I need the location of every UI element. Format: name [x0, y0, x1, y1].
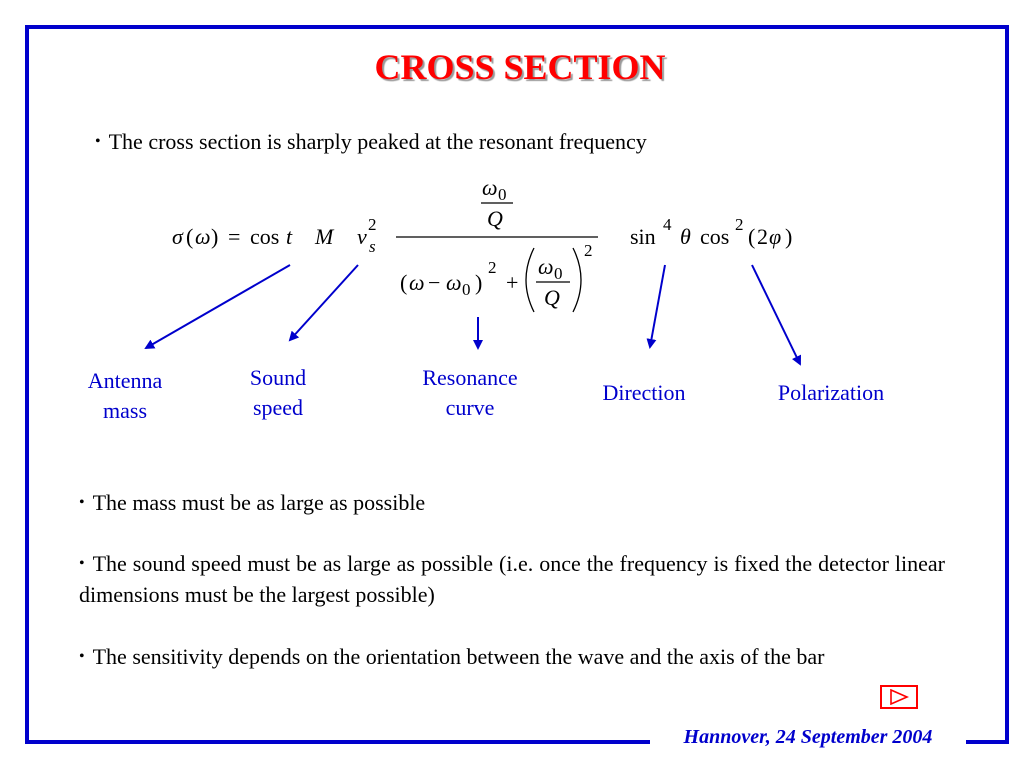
- bullet-sound-text: The sound speed must be as large as poss…: [79, 551, 945, 607]
- velocity-subscript: s: [369, 237, 376, 256]
- label-resonance-curve: Resonance curve: [405, 363, 535, 423]
- paren-close: ): [211, 224, 218, 249]
- frame-bottom-border-left: [25, 740, 650, 744]
- phi-paren-close: ): [785, 224, 792, 249]
- phi-symbol: φ: [769, 224, 781, 249]
- arrow-to-antenna-mass: [144, 264, 291, 349]
- denominator-paren-open: (: [400, 270, 407, 295]
- denominator-minus: −: [428, 270, 440, 295]
- bullet-dot: •: [79, 555, 85, 572]
- label-direction: Direction: [602, 380, 686, 405]
- arrow-to-sound-speed: [288, 264, 359, 342]
- slide-title: CROSS SECTION: [374, 47, 666, 87]
- paren-open: (: [186, 224, 193, 249]
- bullet-intro: • The cross section is sharply peaked at …: [95, 126, 647, 157]
- arrow-to-polarization: [751, 264, 802, 366]
- numerator-omega-subscript: 0: [498, 185, 507, 204]
- bullet-sensitivity-text: The sensitivity depends on the orientati…: [92, 644, 825, 669]
- t-symbol: t: [286, 224, 293, 249]
- label-sound-line1: Sound: [249, 365, 307, 390]
- big-paren-exponent: 2: [584, 241, 593, 260]
- label-sound-line2: speed: [252, 395, 304, 420]
- arrow-to-direction: [646, 264, 666, 349]
- denominator-paren-close: ): [475, 270, 482, 295]
- bullet-dot: •: [79, 494, 85, 511]
- velocity-exponent: 2: [368, 215, 377, 234]
- sigma-symbol: σ: [172, 224, 184, 249]
- play-triangle-icon: [890, 689, 909, 705]
- footer-date: Hannover, 24 September 2004: [683, 726, 933, 748]
- sin-word: sin: [630, 224, 656, 249]
- inner-omega: ω: [538, 254, 554, 279]
- denominator-plus: +: [506, 270, 518, 295]
- bullet-sensitivity: • The sensitivity depends on the orientat…: [79, 641, 945, 672]
- label-antenna-mass: Antenna mass: [70, 366, 180, 426]
- denominator-exponent-1: 2: [488, 258, 497, 277]
- cos-word: cos: [250, 224, 279, 249]
- inner-q: Q: [544, 285, 560, 310]
- velocity-symbol: v: [357, 224, 367, 249]
- next-slide-button[interactable]: [880, 685, 918, 709]
- label-resonance-line2: curve: [445, 395, 495, 420]
- mass-symbol: M: [314, 224, 335, 249]
- label-antenna-line2: mass: [103, 398, 147, 423]
- bullet-sound-speed: •The sound speed must be as large as pos…: [79, 548, 945, 610]
- phi-paren-open: (: [748, 224, 755, 249]
- big-paren-left: [525, 247, 535, 313]
- phi-two: 2: [757, 224, 768, 249]
- omega-symbol: ω: [195, 224, 211, 249]
- sin-exponent: 4: [663, 215, 672, 234]
- inner-omega-subscript: 0: [554, 264, 563, 283]
- numerator-omega: ω: [482, 175, 498, 200]
- cos-word-2: cos: [700, 224, 729, 249]
- bullet-dot: •: [95, 133, 101, 150]
- frame-right-border: [1005, 25, 1009, 744]
- theta-symbol: θ: [680, 224, 691, 249]
- numerator-q: Q: [487, 206, 503, 231]
- bullet-dot: •: [79, 648, 85, 665]
- label-antenna-line1: Antenna: [87, 368, 163, 393]
- denominator-omega: ω: [409, 270, 425, 295]
- equals-sign: =: [228, 224, 240, 249]
- label-polarization: Polarization: [777, 380, 885, 405]
- denominator-omega-zero-subscript: 0: [462, 280, 471, 299]
- bullet-mass-text: The mass must be as large as possible: [92, 490, 426, 515]
- frame-top-border: [25, 25, 1009, 29]
- big-paren-right: [572, 247, 582, 313]
- frame-bottom-border-right: [966, 740, 1009, 744]
- bullet-intro-text: The cross section is sharply peaked at t…: [108, 129, 647, 154]
- denominator-omega-zero: ω: [446, 270, 462, 295]
- cos-exponent: 2: [735, 215, 744, 234]
- bullet-mass: • The mass must be as large as possible: [79, 487, 945, 518]
- label-resonance-line1: Resonance: [422, 365, 518, 390]
- label-sound-speed: Sound speed: [230, 363, 326, 423]
- frame-left-border: [25, 25, 29, 744]
